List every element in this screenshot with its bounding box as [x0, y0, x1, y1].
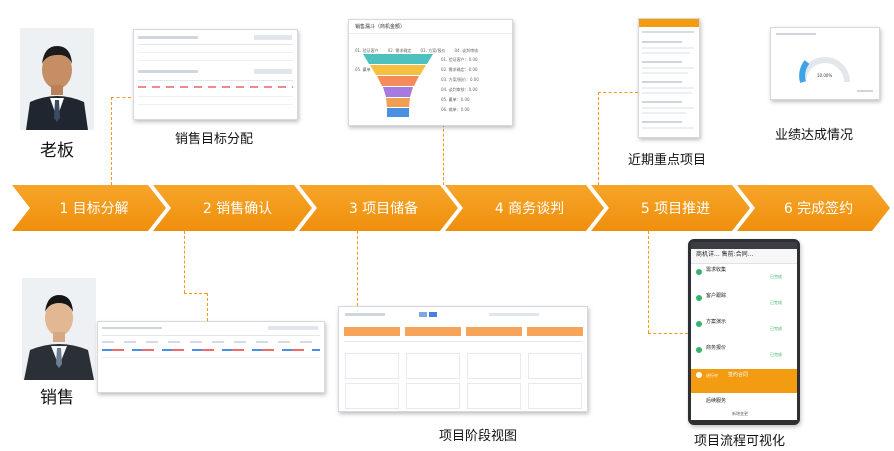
process-step-label: 签约合同 — [728, 372, 749, 378]
stage-label-3: 3 项目储备 — [348, 201, 419, 217]
performance-gauge — [799, 57, 850, 83]
process-step-label: 客户跟踪 — [706, 293, 727, 299]
connector-keyproj-h — [598, 92, 638, 93]
process-step-label: 商务报价 — [706, 345, 727, 351]
connector-sales-stage2-v2 — [207, 293, 208, 321]
stage-view-caption: 项目阶段视图 — [439, 429, 518, 444]
connector-process-h — [648, 333, 688, 334]
funnel-title: 销售漏斗（商机金额） — [355, 24, 406, 30]
connector-funnel-v — [443, 124, 444, 185]
process-title: 商机详... 售前:合同... — [696, 251, 754, 258]
connector-boss-target-v — [111, 97, 112, 185]
process-step-status: 已完成 — [770, 352, 782, 357]
sales-confirm-screenshot — [97, 321, 325, 393]
funnel-row: 02. 需求确定：0.00 — [441, 67, 478, 72]
funnel-row: 03. 方案/报价：0.00 — [441, 77, 479, 82]
boss-label: 老板 — [40, 141, 74, 161]
funnel-legend-item: 04. 谈判审核 — [454, 48, 479, 53]
stage-arrows — [12, 185, 890, 231]
gauge-value: 10.00% — [817, 73, 833, 78]
performance-caption: 业绩达成情况 — [775, 128, 854, 143]
funnel-row: 01. 验证客户：0.00 — [441, 57, 478, 62]
stage-arrow-5 — [591, 185, 750, 231]
performance-screenshot: 10.00% — [770, 27, 880, 100]
connector-sales-stage2-h — [184, 293, 207, 294]
funnel-row: 04. 谈判审核：0.00 — [441, 87, 478, 92]
stage-label-2: 2 销售确认 — [202, 201, 273, 217]
stage-view-screenshot — [338, 306, 588, 412]
stage-arrow-2 — [153, 185, 312, 231]
boss-photo — [20, 28, 94, 130]
process-screenshot: 商机详... 售前:合同... 需求收集 已完成 客户跟踪 已完成 方案演示 已… — [688, 239, 800, 425]
process-footer: 新增变更 — [732, 411, 748, 416]
funnel-legend-item: 03. 方案/报价 — [420, 48, 446, 53]
process-step-status: 已完成 — [770, 326, 782, 331]
process-step-status: 已完成 — [770, 300, 782, 305]
key-projects-screenshot — [638, 18, 700, 138]
stage-label-4: 4 商务谈判 — [494, 201, 565, 217]
connector-boss-target — [111, 97, 131, 98]
connector-stageview-v — [357, 231, 358, 306]
process-step-status: 已完成 — [770, 274, 782, 279]
funnel-legend-item: 01. 验证客户 — [355, 48, 379, 53]
connector-keyproj-v — [598, 92, 599, 185]
stage-label-6: 6 完成签约 — [783, 201, 854, 217]
target-allocation-caption: 销售目标分配 — [175, 132, 254, 147]
process-current-tag: 进行中 — [706, 373, 718, 378]
sales-funnel-screenshot: 销售漏斗（商机金额） 01. 验证客户 02. 需求确定 03. 方案/报价 0… — [348, 19, 513, 126]
stage-arrow-3 — [299, 185, 458, 231]
stage-arrow-1 — [12, 185, 166, 231]
stage-arrow-4 — [445, 185, 604, 231]
stage-arrow-6 — [737, 185, 890, 231]
funnel-legend-item: 02. 需求确定 — [387, 48, 412, 53]
process-step-label: 方案演示 — [706, 319, 727, 325]
process-step-label: 需求收集 — [706, 267, 727, 273]
stage-label-1: 1 目标分解 — [59, 201, 129, 217]
process-step-label: 后续服务 — [706, 398, 727, 404]
process-caption: 项目流程可视化 — [694, 434, 786, 449]
funnel-legend-item: 05. 赢单 — [355, 67, 371, 72]
connector-sales-stage2-v — [184, 231, 185, 293]
funnel-row: 05. 赢单：0.00 — [441, 97, 470, 102]
key-projects-caption: 近期重点项目 — [628, 153, 707, 168]
connector-process-v — [648, 231, 649, 333]
sales-photo — [22, 278, 96, 380]
sales-label: 销售 — [40, 388, 74, 408]
target-allocation-screenshot — [133, 29, 298, 120]
funnel-row: 06. 输单：0.00 — [441, 107, 470, 112]
stage-label-5: 5 项目推进 — [640, 201, 711, 217]
funnel-shape — [363, 54, 433, 117]
